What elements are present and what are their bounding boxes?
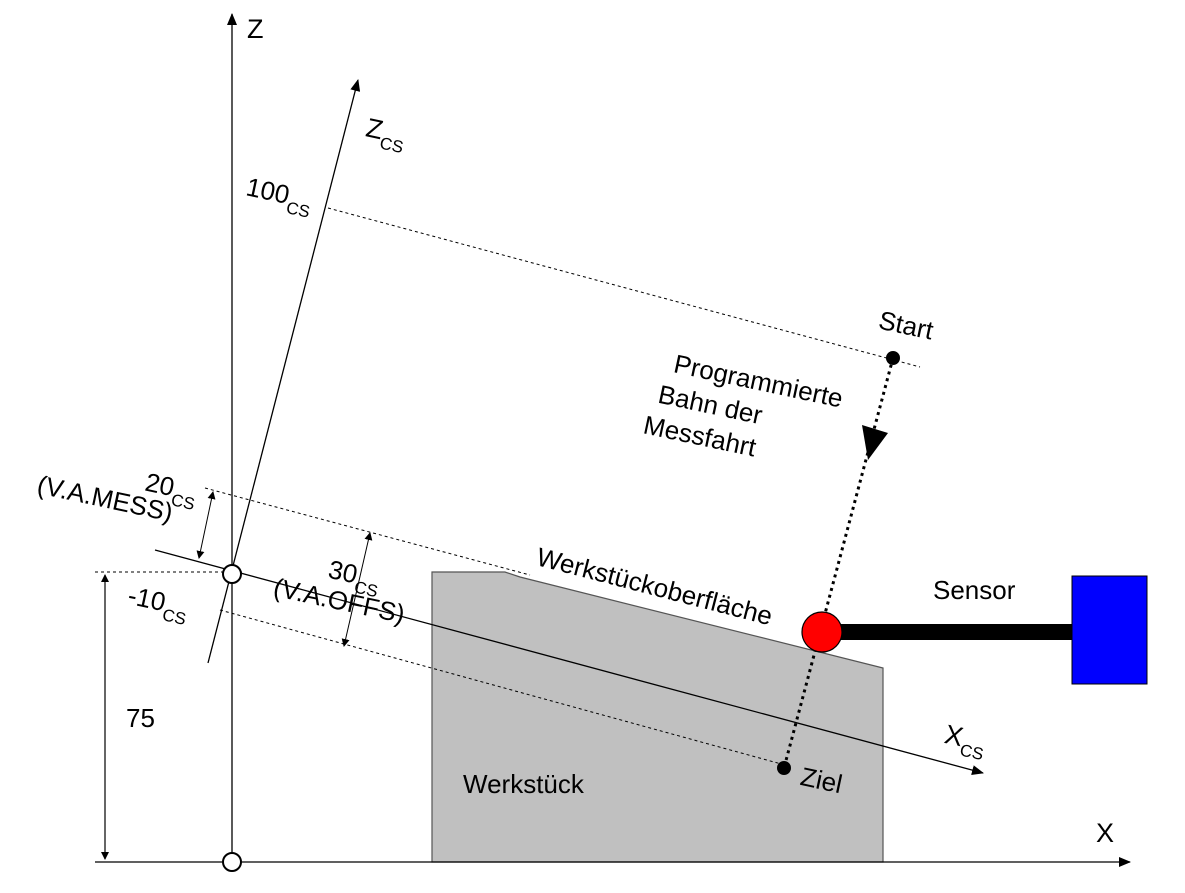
path-annotation-group: Programmierte Bahn der Messfahrt	[641, 348, 846, 462]
dim-75-label: 75	[126, 703, 155, 733]
start-label-group: Start	[876, 305, 937, 346]
x-axis-label: X	[1096, 818, 1114, 848]
tick-20-main: 20	[143, 467, 178, 502]
sensor-label: Sensor	[933, 575, 1016, 605]
tick-20-label: 20CS	[141, 467, 200, 514]
cs-origin-circle	[222, 564, 242, 584]
tick-100-sub: CS	[285, 198, 312, 221]
tick-100-group: 100CS	[242, 172, 315, 222]
tick-m10-label: -10CS	[124, 580, 192, 629]
machine-origin-circle	[222, 852, 242, 872]
ref-line-m10	[219, 609, 786, 766]
path-direction-arrow-icon	[862, 425, 888, 460]
xcs-axis-line	[154, 549, 984, 775]
tick-20-sub: CS	[169, 490, 196, 513]
xcs-axis-label-main: X	[942, 719, 966, 752]
tick-100-label: 100CS	[242, 172, 315, 222]
tick-30-label: 30CS	[324, 554, 383, 601]
xcs-axis-label-group: XCS	[941, 719, 989, 764]
target-point	[777, 761, 791, 775]
workpiece-label: Werkstück	[463, 769, 585, 799]
ref-line-20	[204, 487, 531, 576]
dim-20-line	[196, 491, 216, 559]
probe-ball	[801, 611, 843, 653]
start-point	[886, 351, 900, 365]
zcs-axis-label-main: Z	[363, 113, 385, 146]
ref-line-100	[327, 207, 921, 368]
start-label: Start	[876, 305, 937, 346]
z-axis-label: Z	[247, 14, 264, 44]
tick-30-sub: CS	[353, 578, 380, 601]
tick-m10-group: -10CS	[124, 580, 192, 629]
tick-100-main: 100	[244, 172, 293, 210]
zcs-axis-label: ZCS	[362, 113, 409, 158]
zcs-axis-label-sub: CS	[378, 134, 405, 157]
tick-m10-main: -10	[125, 580, 168, 617]
dim-30-line	[341, 532, 373, 647]
tick-30-group: 30CS (V.A.OFFS)	[271, 554, 408, 629]
zcs-axis-label-group: ZCS	[362, 113, 409, 158]
sensor-box	[1071, 575, 1148, 685]
tick-20-group: 20CS (V.A.MESS)	[35, 467, 200, 528]
xcs-axis-label: XCS	[941, 719, 989, 764]
tick-m10-sub: CS	[161, 605, 188, 628]
tick-30-main: 30	[326, 554, 361, 589]
sensor-stylus-bar	[830, 624, 1075, 640]
probe-path-line	[782, 357, 895, 769]
xcs-axis-label-sub: CS	[958, 741, 985, 764]
